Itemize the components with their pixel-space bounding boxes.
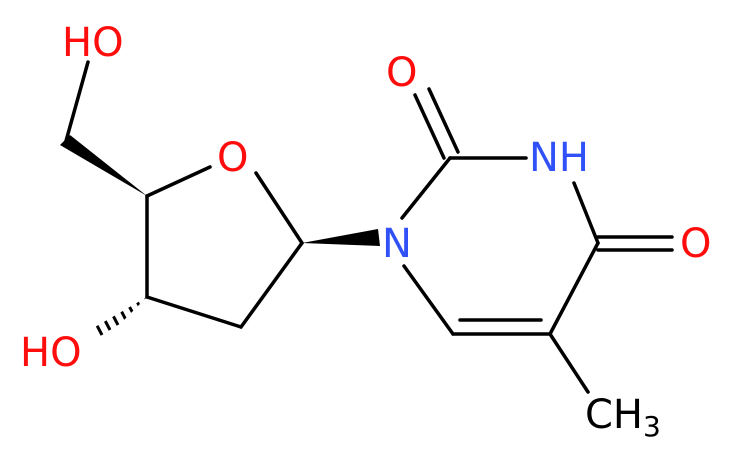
bond-c2-c1 <box>239 241 304 329</box>
wedge-bond-c4-ch2 <box>60 135 147 196</box>
atom-ch3: CH3 <box>585 392 661 443</box>
bonds <box>64 60 674 394</box>
atom-n1: N <box>382 221 412 267</box>
hash-bond-c3-oh <box>95 297 147 341</box>
bond-c3-c2 <box>145 295 243 329</box>
bond-c4-o <box>145 165 212 198</box>
wedge-bond-c1-n1 <box>302 229 380 246</box>
atom-ho-top: HO <box>62 20 124 66</box>
atom-ho-left: HO <box>20 330 82 376</box>
bond-c2-o-a <box>413 93 446 160</box>
atom-ch3-subscript: 3 <box>643 410 661 443</box>
bond-c2-o-b <box>427 87 460 154</box>
bond-oh-ch2 <box>64 60 90 143</box>
bond-n3-c4 <box>572 181 600 245</box>
atom-o-ring: O <box>217 135 248 181</box>
atom-ch3-main: CH <box>585 392 643 438</box>
atom-nh: NH <box>529 135 589 181</box>
bond-n1-c2 <box>400 156 452 220</box>
bond-o-c1 <box>254 171 304 245</box>
bond-c6-n1 <box>402 264 455 336</box>
bond-c5-ch3 <box>548 332 590 394</box>
atom-labels: HO O HO N NH O O CH3 <box>20 20 711 443</box>
atom-o-top: O <box>386 50 417 96</box>
bond-c4-c5 <box>548 241 600 336</box>
atom-o-right: O <box>680 221 711 267</box>
